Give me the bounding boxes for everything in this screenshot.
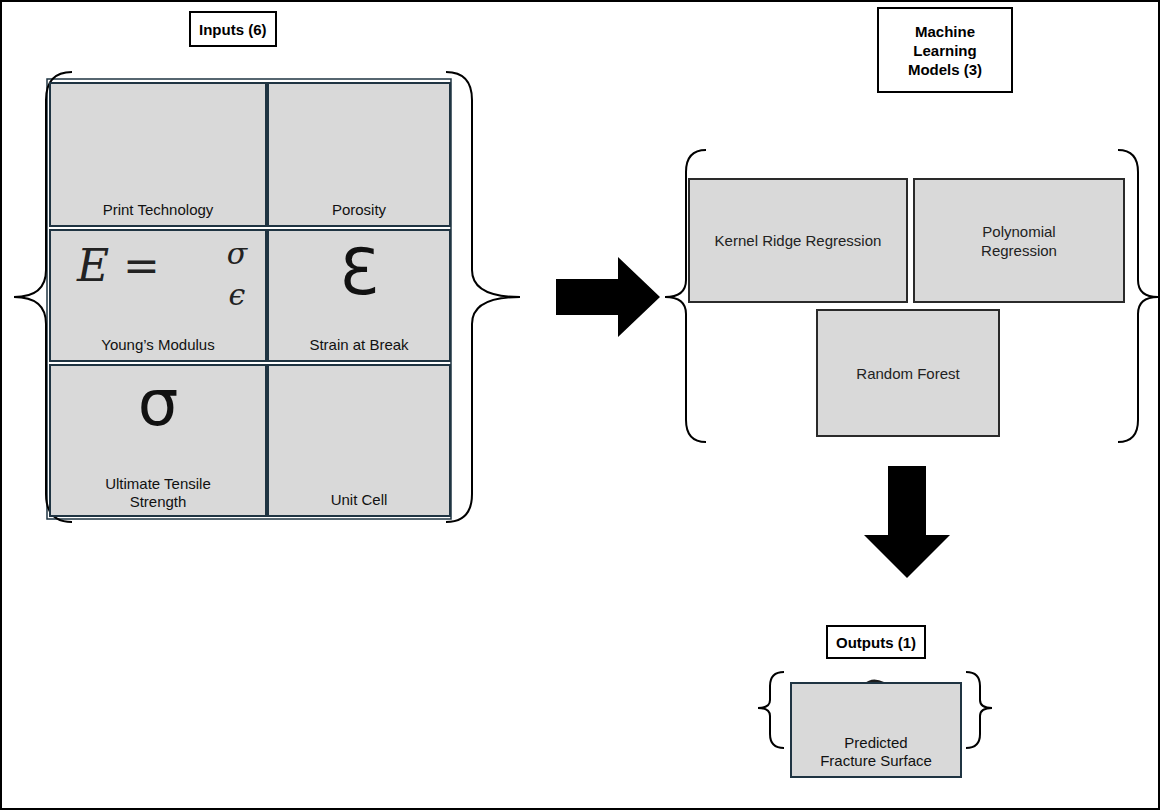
input-box: Print Technology [49, 82, 267, 227]
input-box: σUltimate Tensile Strength [49, 364, 267, 517]
grid-frame [47, 79, 451, 519]
formula-text: ϵ [221, 278, 253, 312]
group-title: Outputs (1) [826, 625, 926, 659]
input-label: Print Technology [51, 201, 265, 219]
input-box: Unit Cell [267, 364, 451, 517]
input-box: E = σϵYoung’s Modulus [49, 229, 267, 362]
input-label: Young’s Modulus [51, 336, 265, 354]
model-box: Random Forest [816, 309, 1000, 437]
output-box: Predicted Fracture Surface [790, 682, 962, 778]
input-label: Strain at Break [269, 336, 449, 354]
box-label: Polynomial Regression [964, 222, 1074, 260]
model-box: Kernel Ridge Regression [688, 178, 908, 303]
model-box: Polynomial Regression [913, 178, 1125, 303]
input-box: Porosity [267, 82, 451, 227]
input-box: Ɛ Strain at Break [267, 229, 451, 362]
block-arrow [556, 257, 660, 337]
box-label: Outputs (1) [836, 633, 916, 652]
input-label: Ultimate Tensile Strength [83, 475, 233, 511]
symbol-text: σ [51, 368, 265, 438]
input-label: Predicted Fracture Surface [816, 734, 936, 770]
symbol-text: Ɛ [269, 237, 449, 307]
box-label: Random Forest [856, 364, 959, 383]
group-title: Machine Learning Models (3) [877, 7, 1013, 93]
box-label: Inputs (6) [199, 20, 267, 39]
input-label: Porosity [269, 201, 449, 219]
formula-text: σ [221, 237, 253, 271]
curly-brackets [14, 72, 1158, 748]
formula-text: E = [77, 241, 160, 291]
box-label: Kernel Ridge Regression [715, 231, 882, 250]
group-title: Inputs (6) [189, 11, 277, 47]
block-arrow [864, 466, 950, 578]
input-label: Unit Cell [269, 491, 449, 509]
box-label: Machine Learning Models (3) [887, 22, 1003, 79]
